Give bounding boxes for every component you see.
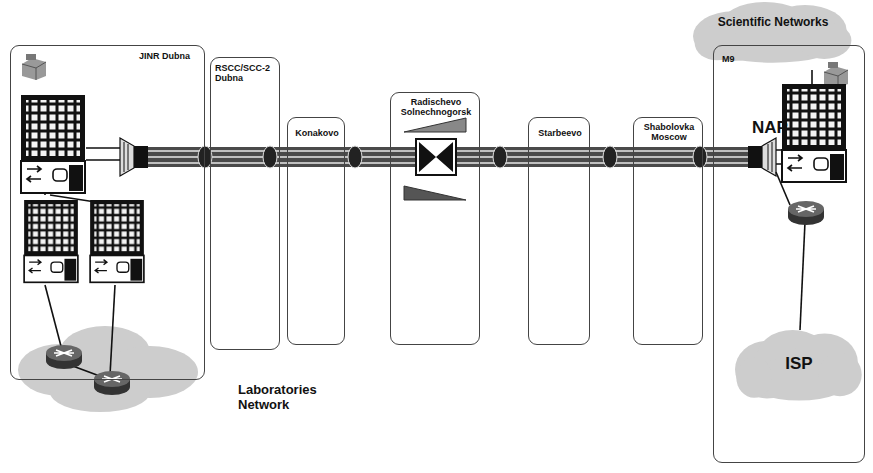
cloud-shape [693, 2, 853, 64]
access-point-label: NAP [752, 118, 786, 138]
switch-icon [90, 200, 144, 282]
cloud-label: Scientific Networks [713, 16, 833, 30]
cloud-node: Scientific Networks [693, 2, 853, 64]
site-box: Konakovo [287, 117, 345, 345]
site-name: Starbeevo [532, 128, 588, 138]
site-name: Konakovo [291, 128, 343, 138]
site-name: RSCC/SCC-2 Dubna [215, 63, 277, 84]
amplifier-symbol [404, 118, 466, 200]
switch-icon [21, 95, 85, 193]
cloud-node: ISP [735, 330, 863, 402]
site-box: JINR Dubna [10, 45, 205, 380]
site-box: RSCC/SCC-2 Dubna [210, 57, 280, 350]
cloud-label: ISP [749, 354, 849, 374]
switch-icon [24, 200, 78, 282]
network-label: Laboratories Network [238, 383, 348, 413]
site-box: Shabolovka Moscow [633, 117, 703, 345]
site-name: M9 [722, 54, 762, 64]
router-icon [94, 371, 130, 395]
site-box: Starbeevo [528, 117, 590, 345]
server-icon [22, 54, 46, 80]
site-name: Radischevo Solnechnogorsk [394, 97, 478, 118]
site-name: Shabolovka Moscow [637, 122, 701, 143]
site-box: Radischevo Solnechnogorsk [390, 92, 480, 345]
fiber-line [120, 138, 776, 176]
site-name: JINR Dubna [139, 51, 197, 61]
router-icon [46, 345, 82, 369]
laboratories-cloud [18, 326, 198, 412]
switch-icon [782, 84, 846, 182]
site-box: ISP M9 [713, 45, 865, 463]
router-icon [788, 201, 824, 225]
